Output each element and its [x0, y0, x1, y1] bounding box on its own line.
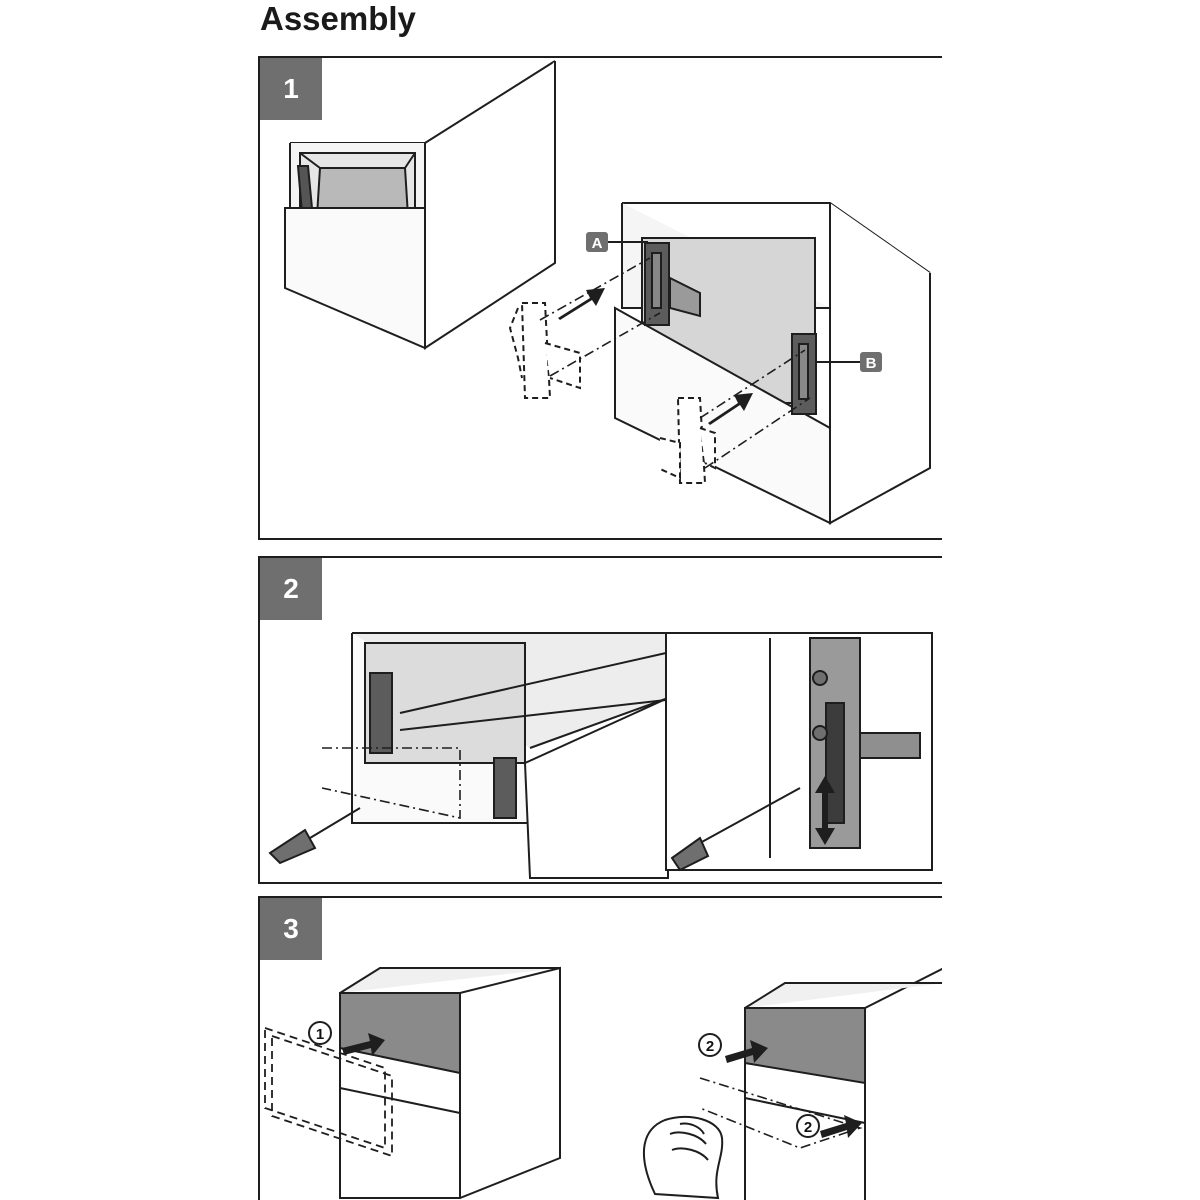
zoom-inset [665, 632, 933, 871]
step-1-illustration: A B [284, 60, 931, 525]
cabinet-right [744, 967, 942, 1200]
insert-arrow-lower [708, 393, 753, 425]
callout-a-marker [586, 232, 648, 252]
callout-b-label: B [866, 355, 877, 372]
callout-a-label: A [592, 235, 603, 252]
adjust-arrow [815, 776, 835, 845]
screwdriver-inset [670, 787, 801, 872]
substep-1-marker [308, 1021, 332, 1045]
step-2-illustration [268, 632, 933, 879]
insert-arrow-upper [558, 288, 605, 320]
substep-2-top-label: 2 [706, 1038, 714, 1055]
mounted-clips [369, 672, 517, 819]
step-3-panel: 3 1 [258, 896, 942, 1200]
loose-fitting-lower [657, 397, 716, 484]
substep-2-top-marker [698, 1033, 722, 1057]
step-1-panel: 1 [258, 56, 942, 540]
step-1-badge: 1 [260, 58, 322, 120]
hand-icon [642, 1115, 724, 1200]
push-arrow-right-upper [725, 1040, 768, 1063]
step-3-illustration: 1 2 2 [264, 966, 942, 1200]
drawer-front-view [351, 632, 669, 879]
dashed-guide-left [321, 747, 461, 819]
dashed-guide-right [699, 1077, 863, 1149]
screwdriver-left [268, 807, 361, 865]
callout-b-marker [815, 352, 882, 372]
step-2-badge: 2 [260, 558, 322, 620]
substep-1-label: 1 [316, 1026, 324, 1043]
alignment-lines [539, 257, 811, 469]
step-2-panel: 2 [258, 556, 942, 884]
step-3-badge: 3 [260, 898, 322, 960]
front-fixing-clips [644, 242, 817, 415]
loose-fitting-upper [508, 302, 581, 399]
push-arrow-right-lower [820, 1115, 862, 1138]
cabinet-left [339, 966, 561, 1199]
page-title: Assembly [260, 0, 416, 37]
drawer-box-left [284, 60, 556, 350]
substep-2-bottom-label: 2 [804, 1119, 812, 1136]
substep-2-bottom-marker [796, 1114, 820, 1138]
zoom-lines [399, 652, 667, 731]
push-arrow-left [342, 1033, 385, 1056]
